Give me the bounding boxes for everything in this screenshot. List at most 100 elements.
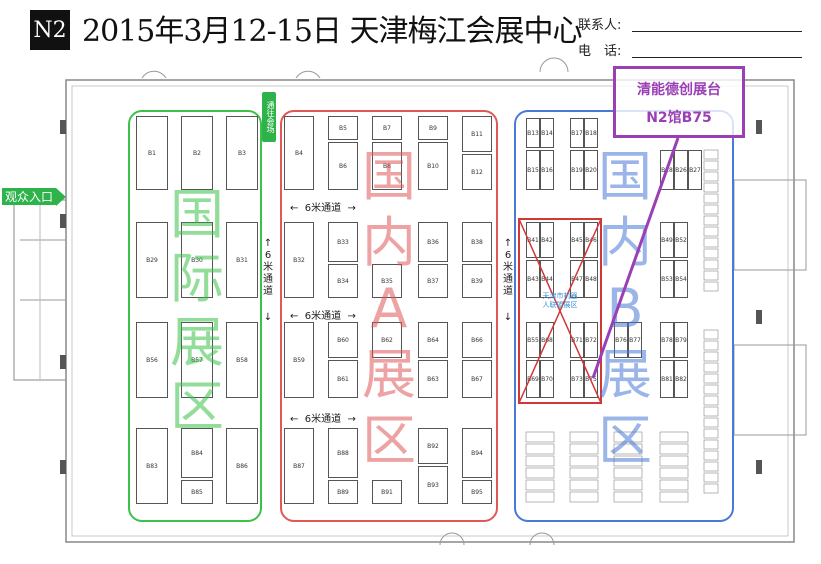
- booth: B36: [418, 222, 448, 262]
- booth: B10: [418, 142, 448, 190]
- booth: B94: [462, 428, 492, 478]
- aisle-char: 6: [264, 250, 272, 261]
- booth: B18: [584, 118, 598, 148]
- zone-char: 内: [362, 211, 416, 274]
- booth: B76: [614, 322, 628, 358]
- booth: B6: [328, 142, 358, 190]
- zone-char: 国: [362, 145, 416, 208]
- booth: B70: [540, 360, 554, 398]
- page-title: 2015年3月12-15日 天津梅江会展中心: [82, 14, 582, 49]
- booth: B30: [181, 222, 213, 298]
- booth: B42: [540, 222, 554, 258]
- booth: B95: [462, 480, 492, 504]
- phone-line: [632, 56, 802, 58]
- booth: B41: [526, 222, 540, 258]
- booth: B17: [570, 118, 584, 148]
- contact-label: 联系人:: [578, 18, 622, 33]
- booth: B53: [660, 260, 674, 298]
- booth: B7: [372, 116, 402, 140]
- booth: B93: [418, 466, 448, 504]
- zone-char: 展: [170, 311, 224, 374]
- booth: B13: [526, 118, 540, 148]
- booth: B79: [674, 322, 688, 358]
- booth: B9: [418, 116, 448, 140]
- booth: B71: [570, 322, 584, 358]
- booth: B33: [328, 222, 358, 262]
- visitor-entrance-label: 观众入口: [2, 188, 56, 205]
- booth: B89: [328, 480, 358, 504]
- booth: B43: [526, 260, 540, 298]
- booth: B57: [181, 322, 213, 398]
- booth: B31: [226, 222, 258, 298]
- booth: B47: [570, 260, 584, 298]
- booth: B12: [462, 154, 492, 190]
- booth: B86: [226, 428, 258, 504]
- booth: B45: [570, 222, 584, 258]
- booth: B81: [660, 360, 674, 398]
- vertical-aisle-label: ↑ 6 米 通 道 ↓: [262, 238, 274, 324]
- booth: B62: [372, 322, 402, 358]
- booth: B83: [136, 428, 168, 504]
- booth: B78: [660, 322, 674, 358]
- zone-char: 区: [362, 409, 416, 472]
- booth: B92: [418, 428, 448, 464]
- booth: B72: [584, 322, 598, 358]
- zone-char: A: [370, 277, 408, 340]
- booth: B63: [418, 360, 448, 398]
- booth: B67: [462, 360, 492, 398]
- aisle-char: 米: [263, 262, 273, 273]
- zone-char: 际: [170, 247, 224, 310]
- booth: B64: [418, 322, 448, 358]
- booth: B5: [328, 116, 358, 140]
- booth: B32: [284, 222, 314, 298]
- exhibitor-callout: 清能德创展台 N2馆B75: [613, 66, 745, 138]
- aisle-text: 6米通道: [304, 203, 342, 214]
- zone-international-label: 国 际 展 区: [170, 188, 224, 434]
- aisle-char: 6: [504, 250, 512, 261]
- entrance-arrow-icon: [56, 188, 66, 206]
- down-arrow-icon: ↓: [263, 312, 273, 323]
- booth: B54: [674, 260, 688, 298]
- aisle-char: 通: [263, 274, 273, 285]
- up-arrow-icon: ↑: [263, 238, 273, 249]
- zone-char: 展: [598, 343, 652, 406]
- booth: B2: [181, 116, 213, 190]
- booth: B59: [284, 322, 314, 398]
- booth: B14: [540, 118, 554, 148]
- aisle-text: 6米通道: [304, 414, 342, 425]
- green-direction-note: 通往会场: [262, 92, 276, 142]
- booth: B38: [462, 222, 492, 262]
- booth: B29: [136, 222, 168, 298]
- zone-char: 区: [170, 375, 224, 438]
- booth: B27: [688, 150, 702, 190]
- booth: B87: [284, 428, 314, 504]
- booth: B26: [674, 150, 688, 190]
- aisle-char: 通: [503, 274, 513, 285]
- zone-domestic-b-label: 国 内 B 展 区: [598, 150, 652, 468]
- booth: B34: [328, 264, 358, 298]
- booth: B3: [226, 116, 258, 190]
- booth: B15: [526, 150, 540, 190]
- booth: B1: [136, 116, 168, 190]
- aisle-label: ← 6米通道 →: [290, 203, 356, 214]
- booth: B73: [570, 360, 584, 398]
- booth: B19: [570, 150, 584, 190]
- booth: B61: [328, 360, 358, 398]
- booth: B85: [181, 480, 213, 504]
- booth: B37: [418, 264, 448, 298]
- booth: B84: [181, 428, 213, 478]
- booth: B58: [226, 322, 258, 398]
- aisle-char: 米: [503, 262, 513, 273]
- booth: B56: [136, 322, 168, 398]
- booth: B39: [462, 264, 492, 298]
- callout-line1: 清能德创展台: [637, 82, 721, 98]
- zone-domestic-a: [280, 110, 498, 522]
- booth: B4: [284, 116, 314, 190]
- aisle-label: ← 6米通道 →: [290, 311, 356, 322]
- contact-line: [632, 30, 802, 32]
- aisle-label: ← 6米通道 →: [290, 414, 356, 425]
- booth: B49: [660, 222, 674, 258]
- booth: B11: [462, 116, 492, 152]
- zone-char: 内: [598, 211, 652, 274]
